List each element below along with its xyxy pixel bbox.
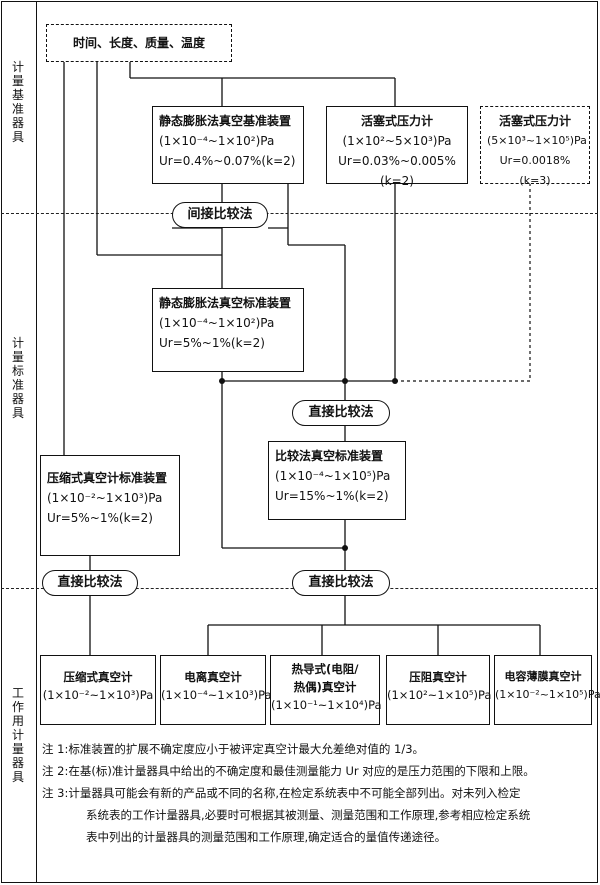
note-1: 注 1:标准装置的扩展不确定度应小于被评定真空计最大允差绝对值的 1/3。 xyxy=(42,742,425,756)
lane-label-primary: 计量基准器具 xyxy=(11,60,24,144)
note-2: 注 2:在基(标)准计量器具中给出的不确定度和最佳测量能力 Ur 对应的是压力范… xyxy=(42,764,535,778)
working-piezoresistive-gauge: 压阻真空计 (1×10²~1×10⁵)Pa xyxy=(386,655,491,725)
working-thermal-conductivity-gauge: 热导式(电阻/ 热偶)真空计 (1×10⁻¹~1×10⁴)Pa xyxy=(270,655,382,725)
working-compression-gauge: 压缩式真空计 (1×10⁻²~1×10³)Pa xyxy=(40,655,156,725)
primary-static-expansion-box: 静态膨胀法真空基准装置 (1×10⁻⁴~1×10²)Pa Ur=0.4%~0.0… xyxy=(152,106,304,184)
note-3: 注 3:计量器具可能会有新的产品或不同的名称,在检定系统表中不可能全部列出。对未… xyxy=(42,786,521,800)
standard-compression-gauge-box: 压缩式真空计标准装置 (1×10⁻²~1×10³)Pa Ur=5%~1%(k=2… xyxy=(40,455,180,556)
primary-piston-gauge-high-box: 活塞式压力计 (5×10³~1×10⁵)Pa Ur=0.0018%(k=3) xyxy=(480,106,590,187)
lane-label-working: 工作用计量器具 xyxy=(11,686,24,784)
standard-comparison-method-box: 比较法真空标准装置 (1×10⁻⁴~1×10⁵)Pa Ur=15%~1%(k=2… xyxy=(268,441,406,520)
note-3-cont-1: 系统表的工作计量器具,必要时可根据其被测量、测量范围和工作原理,参考相应检定系统 xyxy=(86,808,531,822)
junction-dot xyxy=(392,378,398,384)
direct-comparison-pill-2: 直接比较法 xyxy=(42,570,138,596)
lane-label-standard: 计量标准器具 xyxy=(11,336,24,420)
note-3-cont-2: 表中列出的计量器具的测量范围和工作原理,确定适合的量值传递途径。 xyxy=(86,830,447,844)
junction-dot xyxy=(342,545,348,551)
base-quantities-box: 时间、长度、质量、温度 xyxy=(46,24,232,62)
notes-section: 注 1:标准装置的扩展不确定度应小于被评定真空计最大允差绝对值的 1/3。 注 … xyxy=(42,738,590,848)
direct-comparison-pill-3: 直接比较法 xyxy=(292,570,390,596)
working-ionization-gauge: 电离真空计 (1×10⁻⁴~1×10³)Pa xyxy=(160,655,272,725)
direct-comparison-pill-1: 直接比较法 xyxy=(292,400,390,426)
junction-dot xyxy=(342,378,348,384)
lane-divider-1 xyxy=(1,213,598,214)
lane-column-divider xyxy=(36,1,37,883)
working-capacitance-diaphragm-gauge: 电容薄膜真空计 (1×10⁻²~1×10⁵)Pa xyxy=(494,655,600,725)
indirect-comparison-pill: 间接比较法 xyxy=(172,202,268,228)
standard-static-expansion-box: 静态膨胀法真空标准装置 (1×10⁻⁴~1×10²)Pa Ur=5%~1%(k=… xyxy=(152,288,304,372)
junction-dot xyxy=(219,378,225,384)
primary-piston-gauge-box: 活塞式压力计 (1×10²~5×10³)Pa Ur=0.03%~0.005%(k… xyxy=(326,106,468,188)
